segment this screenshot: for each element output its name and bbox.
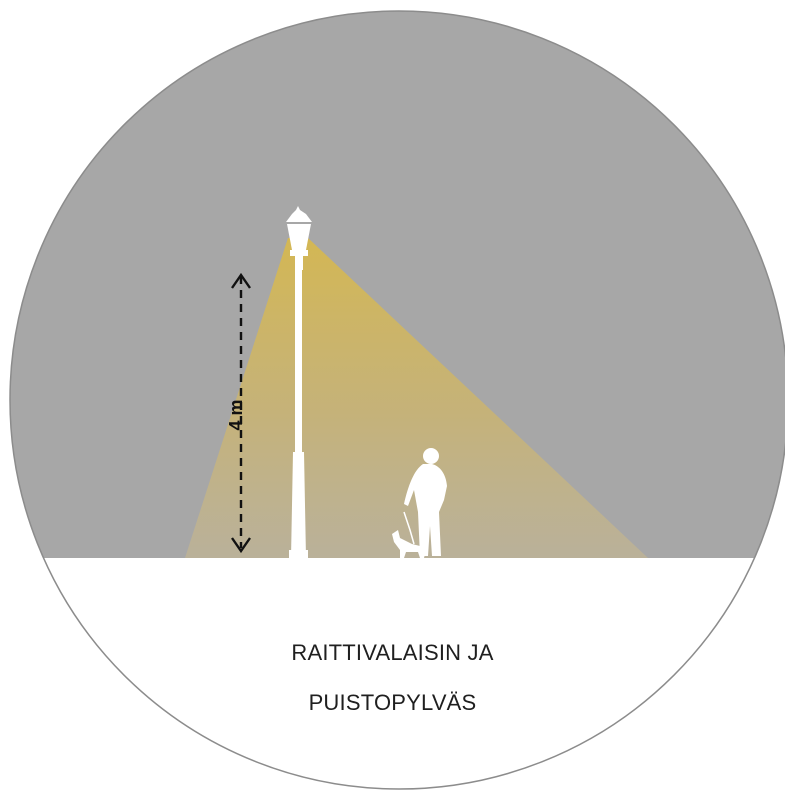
ground-area: [0, 558, 785, 793]
caption-line-1: RAITTIVALAISIN JA: [0, 640, 785, 666]
caption-line-2: PUISTOPYLVÄS: [0, 690, 785, 716]
height-label: 4 m: [224, 395, 248, 435]
